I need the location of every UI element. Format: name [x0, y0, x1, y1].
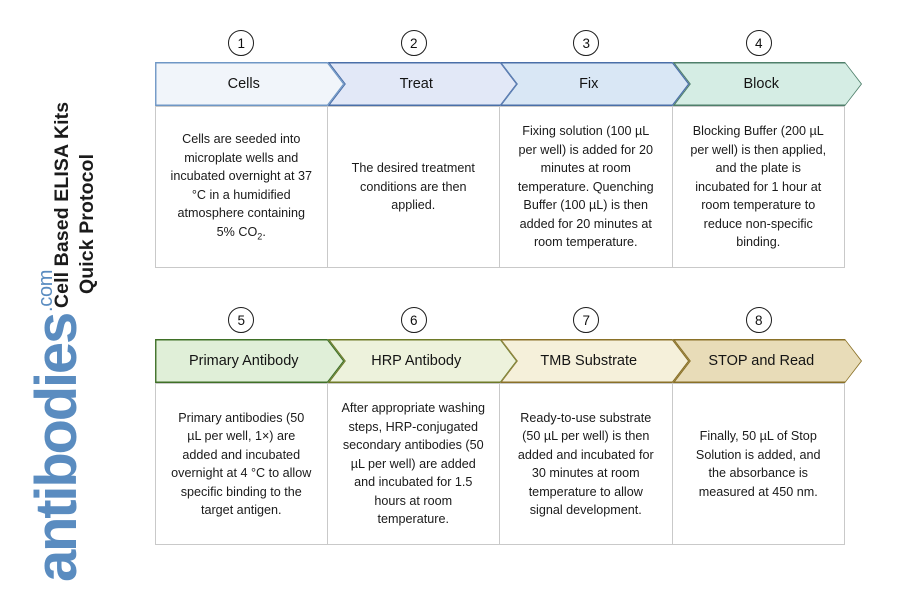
step-chevron-8[interactable]: STOP and Read	[673, 339, 863, 383]
step-chevron-label-8: STOP and Read	[708, 353, 815, 369]
step-chevron-4[interactable]: Block	[673, 62, 863, 106]
description-strip-row-1: Cells are seeded into microplate wells a…	[155, 106, 845, 268]
description-strip-row-2: Primary antibodies (50 µL per well, 1×) …	[155, 383, 845, 545]
step-chevron-1[interactable]: Cells	[155, 62, 345, 106]
brand-tld: .com	[35, 269, 57, 312]
step-description-box-6: After appropriate washing steps, HRP-con…	[327, 383, 500, 545]
step-badge-1: 1	[228, 30, 255, 56]
step-description-box-3: Fixing solution (100 µL per well) is add…	[500, 106, 673, 268]
left-rail: Cell Based ELISA Kits Quick Protocol ant…	[0, 0, 155, 594]
step-chevron-label-5: Primary Antibody	[188, 353, 299, 369]
protocol-row-2: 5 6 7 8 Primary Antibody HRP Antibody TMB Sub…	[155, 307, 845, 545]
step-chevron-2[interactable]: Treat	[328, 62, 518, 106]
step-description-text-1: Cells are seeded into microplate wells a…	[170, 132, 312, 242]
step-description-text-8: Finally, 50 µL of Stop Solution is added…	[695, 429, 821, 499]
step-badge-7: 7	[573, 307, 600, 333]
step-description-text-6: After appropriate washing steps, HRP-con…	[341, 401, 486, 527]
step-badges-row-1: 1 2 3 4	[155, 30, 845, 62]
step-badges-row-2: 5 6 7 8	[155, 307, 845, 339]
step-chevron-7[interactable]: TMB Substrate	[500, 339, 690, 383]
step-chevron-label-7: TMB Substrate	[540, 353, 638, 369]
step-description-text-5: Primary antibodies (50 µL per well, 1×) …	[171, 410, 312, 518]
chevron-strip-row-1: Cells Treat Fix Block	[155, 62, 845, 106]
step-chevron-3[interactable]: Fix	[500, 62, 690, 106]
step-chevron-label-4: Block	[743, 76, 779, 92]
page-title-line-2: Quick Protocol	[75, 153, 98, 294]
step-chevron-label-3: Fix	[579, 76, 599, 92]
step-chevron-6[interactable]: HRP Antibody	[328, 339, 518, 383]
step-badge-4: 4	[745, 30, 772, 56]
step-description-text-7: Ready-to-use substrate (50 µL per well) …	[517, 410, 654, 518]
step-badge-5: 5	[228, 307, 255, 333]
step-description-box-1: Cells are seeded into microplate wells a…	[155, 106, 328, 268]
step-badge-8: 8	[745, 307, 772, 333]
step-description-box-8: Finally, 50 µL of Stop Solution is added…	[672, 383, 845, 545]
protocol-row-1: 1 2 3 4 Cells Treat Fix Block Cells are seeded…	[155, 30, 845, 268]
step-chevron-5[interactable]: Primary Antibody	[155, 339, 345, 383]
brand-logo: antibodies .com	[24, 270, 89, 582]
step-badge-2: 2	[400, 30, 427, 56]
chevron-strip-row-2: Primary Antibody HRP Antibody TMB Substrat…	[155, 339, 845, 383]
step-description-box-4: Blocking Buffer (200 µL per well) is the…	[672, 106, 845, 268]
step-description-box-2: The desired treatment conditions are the…	[327, 106, 500, 268]
step-badge-6: 6	[400, 307, 427, 333]
step-description-box-5: Primary antibodies (50 µL per well, 1×) …	[155, 383, 328, 545]
page-title: Cell Based ELISA Kits Quick Protocol	[50, 18, 100, 308]
brand-name: antibodies	[24, 313, 89, 582]
step-description-text-4: Blocking Buffer (200 µL per well) is the…	[690, 124, 827, 250]
step-description-box-7: Ready-to-use substrate (50 µL per well) …	[500, 383, 673, 545]
step-badge-3: 3	[573, 30, 600, 56]
step-chevron-label-1: Cells	[227, 76, 260, 92]
step-description-text-3: Fixing solution (100 µL per well) is add…	[517, 124, 654, 250]
step-description-text-2: The desired treatment conditions are the…	[351, 161, 475, 213]
step-chevron-label-6: HRP Antibody	[371, 353, 462, 369]
step-chevron-label-2: Treat	[399, 76, 433, 92]
